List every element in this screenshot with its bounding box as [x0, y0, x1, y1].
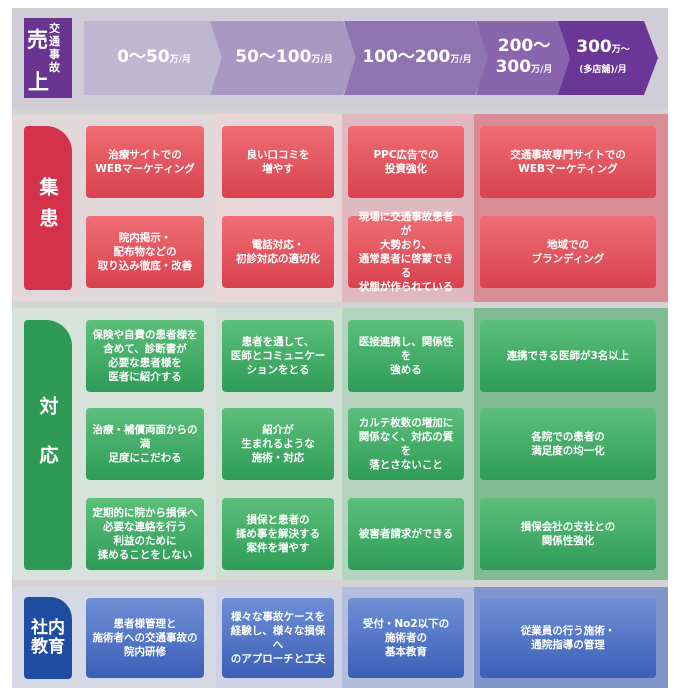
- traffic-accident-label: 交通事故: [49, 22, 60, 74]
- sales-label: 売 上 交通事故: [24, 18, 72, 98]
- stage-unit: 万/月: [450, 54, 472, 65]
- collect-box: 交通事故専門サイトでの WEBマーケティング: [480, 126, 656, 198]
- education-box: 従業員の行う施術・ 通院指導の管理: [480, 598, 656, 678]
- collect-box: 電話対応・ 初診対応の適切化: [222, 216, 334, 288]
- respond-box: 損保会社の支社との 関係性強化: [480, 498, 656, 570]
- respond-box: 紹介が 生まれるような 施術・対応: [222, 408, 334, 480]
- respond-box: 各院での患者の 満足度の均一化: [480, 408, 656, 480]
- stage-unit: 万/月: [531, 64, 553, 75]
- respond-box: 連携できる医師が3名以上: [480, 320, 656, 392]
- education-box: 受付・No2以下の 施術者の 基本教育: [348, 598, 464, 678]
- respond-label: 対応: [24, 320, 72, 570]
- stage-amount: 100〜200: [362, 46, 451, 67]
- stage-arrow-3: 100〜200万/月: [344, 21, 490, 95]
- respond-box: 定期的に院から損保へ 必要な連絡を行う 利益のために 揉めることをしない: [86, 498, 204, 570]
- education-label: 社内教育: [24, 597, 72, 679]
- collect-box: 地域での ブランディング: [480, 216, 656, 288]
- respond-box: 治療・補償両面からの満 足度にこだわる: [86, 408, 204, 480]
- stage-amount: 300: [576, 36, 612, 57]
- education-box: 患者様管理と 施術者への交通事故の 院内研修: [86, 598, 204, 678]
- stage-unit: 万〜: [611, 44, 630, 55]
- collect-box: PPC広告での 投資強化: [348, 126, 464, 198]
- stage-arrow-2: 50〜100万/月: [210, 21, 358, 95]
- stage-note: (多店舗)/月: [579, 64, 627, 75]
- respond-box: カルテ枚数の増加に 関係なく、対応の質を 落とさないこと: [348, 408, 464, 480]
- education-box: 様々な事故ケースを 経験し、様々な損保へ のアプローチと工夫: [222, 598, 334, 678]
- respond-box: 保険や自費の患者様を 含めて、診断書が 必要な患者様を 医者に紹介する: [86, 320, 204, 392]
- stage-amount: 0〜50: [117, 46, 170, 67]
- stage-arrow-5: 300万〜 (多店舗)/月: [558, 21, 658, 95]
- collect-box: 良い口コミを 増やす: [222, 126, 334, 198]
- collect-label: 集患: [24, 126, 72, 290]
- respond-box: 被害者請求ができる: [348, 498, 464, 570]
- stage-arrow-1: 0〜50万/月: [84, 21, 224, 95]
- collect-box: 現場に交通事故患者が 大勢おり、 通常患者に啓蒙できる 状態が作られている: [348, 211, 464, 293]
- respond-label-text: 対応: [36, 396, 59, 494]
- sales-label-char-2: 上: [28, 70, 49, 94]
- collect-label-text: 集患: [36, 177, 59, 239]
- stage-unit: 万/月: [311, 54, 333, 65]
- respond-box: 医接連携し、関係性を 強める: [348, 320, 464, 392]
- sales-label-char-1: 売: [27, 28, 48, 52]
- respond-box: 損保と患者の 揉め事を解決する 案件を増やす: [222, 498, 334, 570]
- stage-unit: 万/月: [169, 54, 191, 65]
- stage-amount: 200〜 300: [495, 35, 551, 77]
- stage-arrow-4: 200〜 300万/月: [476, 21, 572, 95]
- collect-box: 治療サイトでの WEBマーケティング: [86, 126, 204, 198]
- collect-box: 院内掲示・ 配布物などの 取り込み徹底・改善: [86, 216, 204, 288]
- stage-amount: 50〜100: [235, 46, 312, 67]
- respond-box: 患者を通して、 医師とコミュニケー ションをとる: [222, 320, 334, 392]
- education-label-text: 社内教育: [31, 618, 65, 657]
